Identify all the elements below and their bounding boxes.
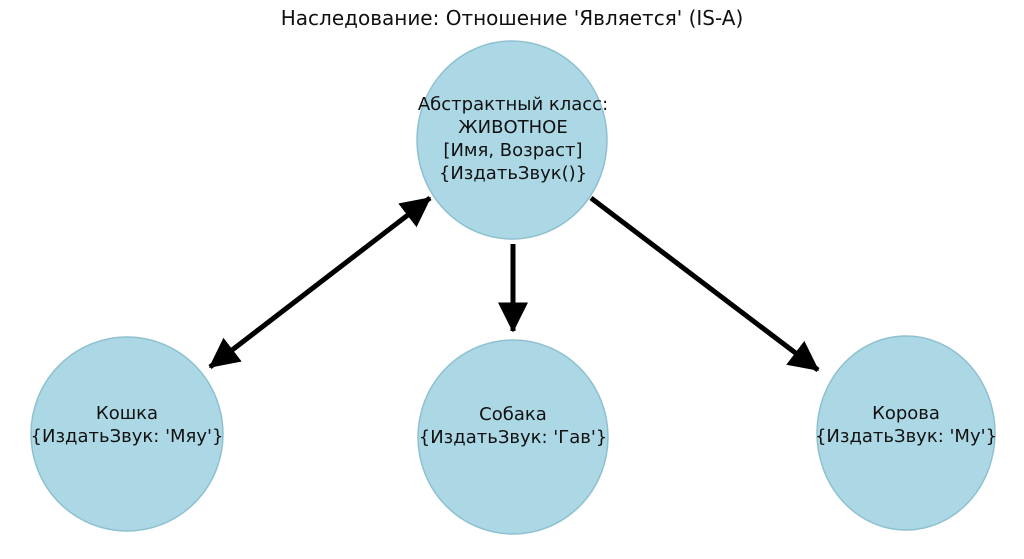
node-label-line: Кошка — [95, 403, 159, 424]
node-label-cat: Кошка {ИздатьЗвук: 'Мяу'} — [31, 402, 224, 448]
node-label-line: ЖИВОТНОЕ — [458, 117, 568, 138]
node-label-dog: Собака {ИздатьЗвук: 'Гав'} — [419, 403, 607, 449]
node-label-line: [Имя, Возраст] — [443, 140, 583, 161]
node-label-line: {ИздатьЗвук: 'Гав'} — [418, 427, 608, 448]
diagram-title: Наследование: Отношение 'Является' (IS-A… — [280, 6, 744, 30]
node-circle-cat — [30, 336, 224, 532]
node-label-line: Собака — [479, 404, 547, 425]
node-label-line: {ИздатьЗвук: 'Му'} — [814, 426, 998, 447]
edge-animal-cat-double-arrow — [208, 196, 432, 369]
node-label-line: Корова — [872, 403, 940, 424]
edge-animal-cow-arrow — [589, 196, 820, 372]
node-label-animal: Абстрактный класс: ЖИВОТНОЕ [Имя, Возрас… — [418, 93, 608, 185]
node-label-line: {ИздатьЗвук()} — [438, 163, 588, 184]
node-circle-cow — [816, 335, 996, 531]
node-label-line: {ИздатьЗвук: 'Мяу'} — [30, 426, 224, 447]
node-circle-animal — [416, 40, 608, 240]
node-label-line: Абстрактный класс: — [417, 94, 609, 115]
node-circle-dog — [417, 339, 609, 535]
node-label-cow: Корова {ИздатьЗвук: 'Му'} — [815, 402, 997, 448]
